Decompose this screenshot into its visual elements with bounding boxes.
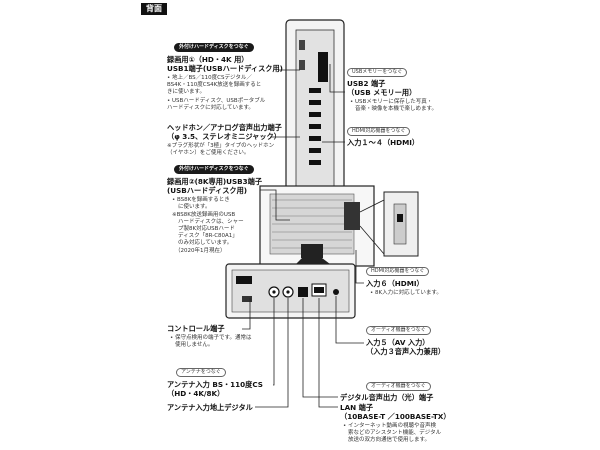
usb2-note-2: 音楽・映像を本機で楽しめます。 xyxy=(355,106,437,112)
usb3-note-3: ※BS8K放送録画用のUSB xyxy=(172,212,236,218)
headphone-title-2: （φ 3.5、ステレオミニジャック） xyxy=(167,132,281,141)
audio-connect-badge-2: オーディオ機器をつなぐ xyxy=(366,382,431,391)
hdd-connect-badge-1: 外付けハードディスクをつなぐ xyxy=(174,43,254,52)
control-terminal-title: コントロール端子 xyxy=(167,324,225,333)
input-5-title-1: 入力５（AV 入力） xyxy=(366,338,430,347)
usb3-note-4: ハードディスクは、シャー xyxy=(178,219,244,225)
usb3-note-5: プ製8K対応USBハード xyxy=(178,226,235,232)
usb1-note-5: ハードディスクに対応しています。 xyxy=(167,105,254,111)
usb2-title-2: （USB メモリー用） xyxy=(347,88,417,97)
lan-note-2: 索などのアシスタント機能、デジタル xyxy=(348,430,442,436)
input-6-title: 入力６（HDMI） xyxy=(366,279,424,288)
usb3-note-2: に使います。 xyxy=(178,204,211,210)
usb2-note-1: • USBメモリーに保存した写真・ xyxy=(350,99,433,105)
input-1-4-title: 入力１～４（HDMI） xyxy=(347,138,420,147)
headphone-note-1: ※プラグ形状が「3極」タイプのヘッドホン xyxy=(167,143,275,149)
lan-note-3: 放送の双方向通信で使用します。 xyxy=(348,437,430,443)
usb1-note-4: • USBハードディスク、USBポータブル xyxy=(167,98,266,104)
usb3-title-2: (USBハードディスク用) xyxy=(167,186,248,195)
antenna-bs-title-1: アンテナ入力 BS・110度CS xyxy=(167,380,263,389)
hdmi-connect-badge-1: HDMI対応機器をつなぐ xyxy=(347,127,411,136)
usb3-note-1: • BS8Kを録画するとき xyxy=(172,197,230,203)
usb1-title-1: 録画用①（HD・4K 用） xyxy=(167,55,249,64)
headphone-title-1: ヘッドホン／アナログ音声出力端子 xyxy=(167,123,282,132)
input-5-title-2: （入力３音声入力兼用） xyxy=(366,347,446,356)
antenna-bs-title-2: （HD・4K/8K） xyxy=(167,389,225,398)
usb-port-panel-label xyxy=(318,52,328,82)
input-6-note: • 8K入力に対応しています。 xyxy=(370,290,442,296)
hdmi-connect-badge-2: HDMI対応機器をつなぐ xyxy=(366,267,430,276)
usb3-note-7: のみ対応しています。 xyxy=(178,240,233,246)
usb1-note-2: BS4K・110度CS4K放送を録画すると xyxy=(167,82,262,88)
control-terminal-note-2: 使用しません。 xyxy=(175,342,214,348)
lan-title-1: LAN 端子 xyxy=(340,403,374,412)
audio-connect-badge-1: オーディオ機器をつなぐ xyxy=(366,326,431,335)
usb1-note-1: • 地上／BS／110度CSデジタル／ xyxy=(167,75,252,81)
usb3-note-8: （2020年1月現在） xyxy=(175,248,226,254)
usb1-note-3: きに使います。 xyxy=(167,89,205,95)
usb-memory-connect-badge: USBメモリーをつなぐ xyxy=(347,68,408,77)
antenna-terrestrial-title: アンテナ入力地上デジタル xyxy=(167,403,253,412)
lan-note-1: • インターネット動画の視聴や音声検 xyxy=(343,423,436,429)
section-title: 背面 xyxy=(141,3,167,15)
optical-out-title: デジタル音声出力（光）端子 xyxy=(340,393,434,402)
control-terminal-note-1: • 保守点検用の端子です。通常は xyxy=(170,335,252,341)
lan-title-2: （10BASE-T ／100BASE-TX） xyxy=(340,412,451,421)
antenna-connect-badge: アンテナをつなぐ xyxy=(176,368,226,377)
usb1-title-2: USB1端子(USBハードディスク用) xyxy=(167,64,283,73)
usb2-title-1: USB2 端子 xyxy=(347,79,386,88)
headphone-note-2: （イヤホン）をご使用ください。 xyxy=(167,150,250,156)
usb3-title-1: 録画用②(8K専用)USB3端子 xyxy=(167,177,263,186)
usb3-note-6: ディスク「8R-C80A1」 xyxy=(178,233,238,239)
hdd-connect-badge-2: 外付けハードディスクをつなぐ xyxy=(174,165,254,174)
